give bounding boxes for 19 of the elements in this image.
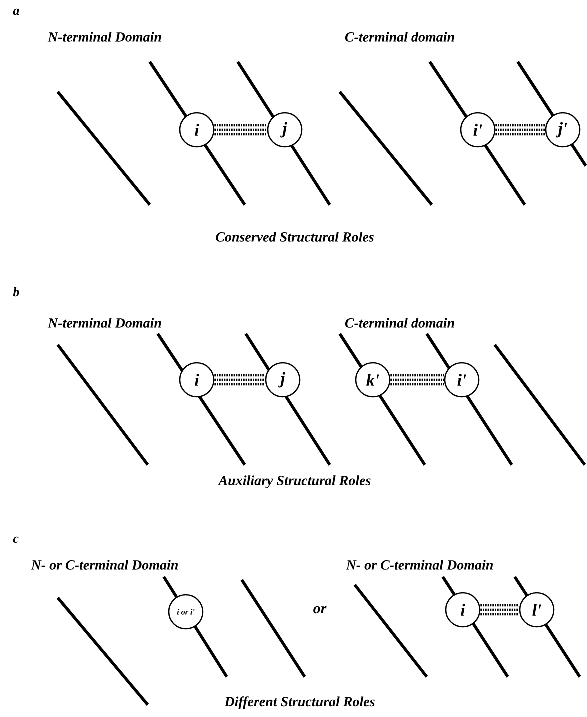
panel-caption: Conserved Structural Roles	[216, 232, 374, 242]
node-label: j'	[556, 122, 568, 138]
domain-heading: C-terminal domain	[345, 318, 454, 328]
hydrogen-bond	[390, 374, 446, 386]
domain-heading: C-terminal domain	[345, 32, 454, 42]
hydrogen-bond	[214, 124, 268, 136]
domain-heading: N-terminal Domain	[48, 32, 162, 42]
hydrogen-bond	[494, 124, 546, 136]
panel-letter: a	[13, 8, 20, 16]
connector-word: or	[314, 606, 327, 614]
panel-caption: Different Structural Roles	[224, 696, 375, 710]
domain-heading: N- or C-terminal Domain	[346, 560, 494, 570]
panel-letter: b	[13, 287, 20, 297]
hydrogen-bond	[214, 374, 266, 386]
domain-heading: N- or C-terminal Domain	[31, 560, 178, 570]
panel-letter: c	[13, 536, 19, 544]
domain-heading: N-terminal Domain	[48, 318, 162, 328]
hydrogen-bond	[480, 604, 520, 616]
panel-caption: Auxiliary Structural Roles	[218, 476, 371, 488]
